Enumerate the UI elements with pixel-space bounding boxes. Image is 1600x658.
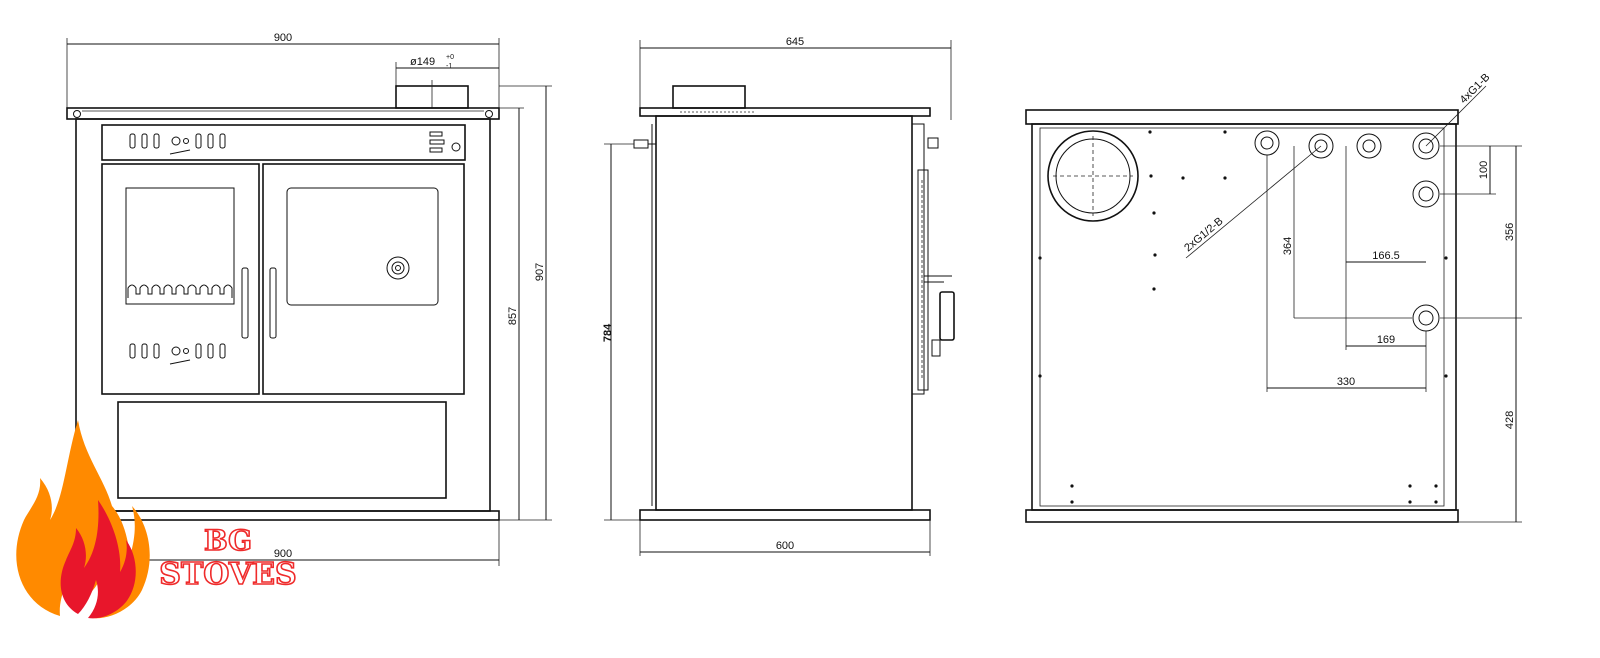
flue-diameter-dim: ø149	[410, 56, 435, 68]
oven-door-handle	[269, 267, 277, 339]
oven-thermometer-icon	[386, 256, 410, 280]
side-height-dim: 784	[602, 323, 614, 342]
logo-line1: BG	[204, 524, 252, 557]
pipe-fittings	[1254, 130, 1440, 332]
logo-line2: STOVES	[159, 557, 296, 592]
front-width-top-dim: 900	[274, 32, 292, 44]
bottom-vent-slots	[129, 343, 226, 365]
flue-tol-upper: +0	[446, 54, 454, 61]
side-depth-bottom-dim: 600	[776, 540, 794, 552]
bg-stoves-logo: BG STOVES	[16, 420, 298, 619]
dim-166-5: 166.5	[1372, 250, 1400, 262]
thermometer-knob-icon	[429, 131, 461, 153]
fire-grate	[127, 284, 233, 298]
dim-364: 364	[1282, 237, 1294, 255]
flue-tol-lower: -1	[446, 63, 452, 70]
dim-428: 428	[1504, 411, 1516, 429]
dim-169: 169	[1377, 334, 1395, 346]
front-width-bottom-dim: 900	[274, 548, 292, 560]
side-view: 645 784 600	[602, 36, 955, 556]
front-height-body-dim: 857	[507, 307, 519, 325]
side-door-handle	[939, 291, 955, 341]
top-vent-slots	[129, 133, 226, 155]
flame-inner-icon	[60, 500, 136, 619]
front-height-total-dim: 907	[534, 263, 546, 281]
firebox-door-handle	[241, 267, 249, 339]
back-view: 4xG1-B 2xG1/2-B 100 356 428 364 166.5 16…	[1025, 71, 1522, 523]
dim-356: 356	[1504, 223, 1516, 241]
dim-100: 100	[1478, 161, 1490, 179]
screw-points	[1038, 130, 1448, 504]
flue-outlet	[1047, 130, 1139, 222]
side-fittings-label: 2xG1/2-B	[1182, 215, 1225, 254]
top-fittings-label: 4xG1-B	[1458, 71, 1493, 106]
front-view: 900 ø149 +0 -1	[66, 32, 552, 566]
dim-330: 330	[1337, 376, 1355, 388]
side-depth-top-dim: 645	[786, 36, 804, 48]
